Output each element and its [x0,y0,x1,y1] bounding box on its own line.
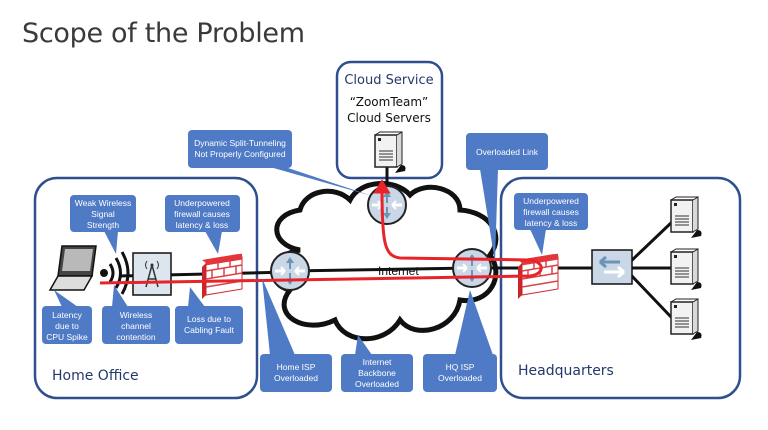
cloud-service-zone [335,60,444,180]
callout-home-isp: Home ISP Overloaded [274,362,318,383]
svg-text:Latency: Latency [52,310,83,320]
callout-overloaded-link: Overloaded Link [476,147,539,157]
svg-text:Underpowered: Underpowered [523,196,579,206]
callout-hq-firewall: Underpowered firewall causes latency & l… [523,196,579,228]
slide-title: Scope of the Problem [22,18,305,49]
svg-text:Internet: Internet [363,357,392,367]
laptop-icon [48,245,97,291]
cloud-icon [271,181,499,342]
svg-text:Home ISP: Home ISP [277,362,316,372]
home-office-label: Home Office [52,368,139,384]
svg-text:Underpowered: Underpowered [174,198,230,208]
cloud-server-icon [374,131,407,174]
cloud-service-title: Cloud Service [344,73,433,88]
svg-text:Backbone: Backbone [358,368,396,378]
callout-cpu-spike: Latency due to CPU Spike [46,310,88,342]
svg-text:Overloaded: Overloaded [438,373,482,383]
svg-text:Strength: Strength [87,220,119,230]
traffic-path [99,179,543,285]
svg-text:channel: channel [121,321,151,331]
hq-isp-router-icon [451,247,493,289]
callout-channel-contention: Wireless channel contention [116,310,155,342]
internet-label: Internet [378,264,419,278]
svg-text:Weak Wireless: Weak Wireless [75,198,132,208]
svg-text:contention: contention [116,332,155,342]
svg-text:Dynamic Split-Tunneling: Dynamic Split-Tunneling [194,138,286,148]
svg-text:Signal: Signal [91,209,115,219]
cloud-servers-line1: “ZoomTeam” [350,95,429,109]
svg-text:Not Properly Configured: Not Properly Configured [194,149,285,159]
hq-server-icon [670,196,703,239]
svg-text:Overloaded: Overloaded [355,379,399,389]
callout-cabling-fault: Loss due to Cabling Fault [184,314,235,335]
hq-server-icon [670,248,703,291]
svg-text:Loss due to: Loss due to [187,314,231,324]
svg-text:firewall causes: firewall causes [174,209,230,219]
callout-backbone: Internet Backbone Overloaded [355,357,399,389]
headquarters-label: Headquarters [518,363,614,379]
svg-text:Overloaded Link: Overloaded Link [476,147,539,157]
svg-text:latency & loss: latency & loss [176,220,228,230]
svg-text:Wireless: Wireless [120,310,153,320]
svg-text:Overloaded: Overloaded [274,373,318,383]
home-firewall-icon [201,252,243,300]
hq-server-icon [670,298,703,341]
svg-text:firewall causes: firewall causes [523,207,579,217]
switch-icon [591,249,633,285]
callout-weak-wireless: Weak Wireless Signal Strength [75,198,132,230]
access-point-icon [132,252,172,296]
svg-text:Cabling Fault: Cabling Fault [184,325,235,335]
svg-text:due to: due to [55,321,79,331]
svg-text:latency & loss: latency & loss [525,218,577,228]
svg-text:HQ ISP: HQ ISP [446,362,475,372]
callout-shapes [42,130,588,392]
cloud-servers-line2: Cloud Servers [347,111,431,125]
headquarters-zone [499,176,742,400]
wireless-signal-icon [100,251,130,295]
callout-split-tunneling: Dynamic Split-Tunneling Not Properly Con… [194,138,286,159]
callout-home-firewall: Underpowered firewall causes latency & l… [174,198,230,230]
svg-text:CPU Spike: CPU Spike [46,332,88,342]
home-isp-router-icon [269,250,311,292]
callout-hq-isp: HQ ISP Overloaded [438,362,482,383]
home-office-zone [33,176,259,400]
